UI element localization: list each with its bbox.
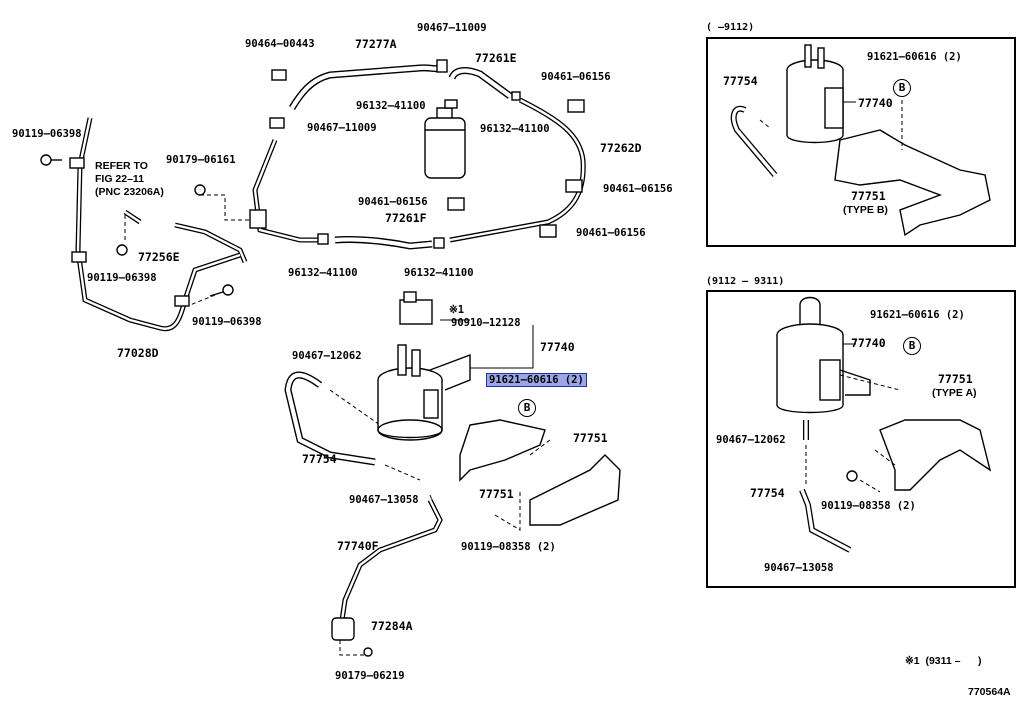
label-90461-06156-d: 90461–06156: [576, 227, 646, 239]
panel-early-title: ( –9112): [706, 22, 755, 33]
label-77740-main: 77740: [540, 340, 575, 354]
label-br-90467-12062: 90467–12062: [716, 434, 786, 446]
label-77261e: 77261E: [475, 51, 517, 65]
label-96132-41100-d: 96132–41100: [404, 267, 474, 279]
label-77754-main: 77754: [302, 452, 337, 466]
label-br-type-a: (TYPE A): [932, 387, 977, 399]
label-90467-12062-main: 90467–12062: [292, 350, 362, 362]
label-90464-00443: 90464–00443: [245, 38, 315, 50]
refer-note-line3: (PNC 23206A): [95, 186, 164, 198]
label-90119-06398-a: 90119–06398: [12, 128, 82, 140]
canister-type-a: [776, 296, 871, 414]
label-90179-06219: 90179–06219: [335, 670, 405, 682]
refer-note-line1: REFER TO: [95, 160, 148, 172]
label-90467-11009-top: 90467–11009: [417, 22, 487, 34]
label-91621-60616-highlighted[interactable]: 91621–60616 (2): [486, 373, 587, 387]
label-90461-06156-b: 90461–06156: [603, 183, 673, 195]
label-77261f: 77261F: [385, 211, 427, 225]
label-br-77754: 77754: [750, 486, 785, 500]
ref-b-bottom-right: B: [903, 337, 921, 355]
charcoal-canister-main: [377, 344, 471, 441]
figure-id: 770564A: [968, 686, 1011, 698]
pipe-77262d: [449, 97, 586, 243]
label-br-90467-13058: 90467–13058: [764, 562, 834, 574]
label-77284a: 77284A: [371, 619, 413, 633]
panel-mid-title: (9112 – 9311): [706, 276, 785, 287]
label-77740f: 77740F: [337, 539, 379, 553]
label-77277a: 77277A: [355, 37, 397, 51]
label-br-77751: 77751: [938, 372, 973, 386]
label-96132-41100-c: 96132–41100: [288, 267, 358, 279]
label-br-77740: 77740: [851, 336, 886, 350]
bracket-77751-a: [459, 419, 546, 482]
pipe-77740f: [339, 498, 443, 621]
label-90119-08358-main: 90119–08358 (2): [461, 541, 556, 553]
canister-type-b: [786, 44, 844, 144]
refer-note-line2: FIG 22–11: [95, 173, 145, 185]
label-96132-41100-b: 96132–41100: [480, 123, 550, 135]
label-note1: ※1: [449, 304, 465, 316]
label-90467-11009-mid: 90467–11009: [307, 122, 377, 134]
label-90910-12128: 90910–12128: [451, 317, 521, 329]
panel-mid: [706, 290, 1016, 588]
label-br-91621-60616: 91621–60616 (2): [870, 309, 965, 321]
label-tr-77754: 77754: [723, 74, 758, 88]
label-90461-06156-c: 90461–06156: [358, 196, 428, 208]
label-90461-06156-a: 90461–06156: [541, 71, 611, 83]
part-77284a: [331, 617, 355, 641]
bracket-type-a: [879, 419, 992, 491]
label-br-90119-08358: 90119–08358 (2): [821, 500, 916, 512]
hose-77754: [284, 371, 376, 466]
label-77751-b: 77751: [479, 487, 514, 501]
label-90119-06398-b: 90119–06398: [87, 272, 157, 284]
pipe-77028d: [75, 117, 241, 332]
label-90467-13058-main: 90467–13058: [349, 494, 419, 506]
ref-b-top-right: B: [893, 79, 911, 97]
label-77262d: 77262D: [600, 141, 642, 155]
label-96132-41100-a: 96132–41100: [356, 100, 426, 112]
label-77028d: 77028D: [117, 346, 159, 360]
bracket-type-b: [834, 129, 991, 237]
label-tr-91621-60616: 91621–60616 (2): [867, 51, 962, 63]
footnote-1: ※1 (9311 – ): [905, 655, 982, 667]
label-tr-77740: 77740: [858, 96, 893, 110]
label-tr-77751: 77751: [851, 189, 886, 203]
panel-early: [706, 37, 1016, 247]
label-90119-06398-c: 90119–06398: [192, 316, 262, 328]
label-tr-type-b: (TYPE B): [843, 204, 888, 216]
bracket-77751-b: [529, 454, 621, 526]
label-77751-a: 77751: [573, 431, 608, 445]
ref-b-main: B: [518, 399, 536, 417]
label-90179-06161: 90179–06161: [166, 154, 236, 166]
label-77256e: 77256E: [138, 250, 180, 264]
fuel-filter: [424, 117, 466, 179]
